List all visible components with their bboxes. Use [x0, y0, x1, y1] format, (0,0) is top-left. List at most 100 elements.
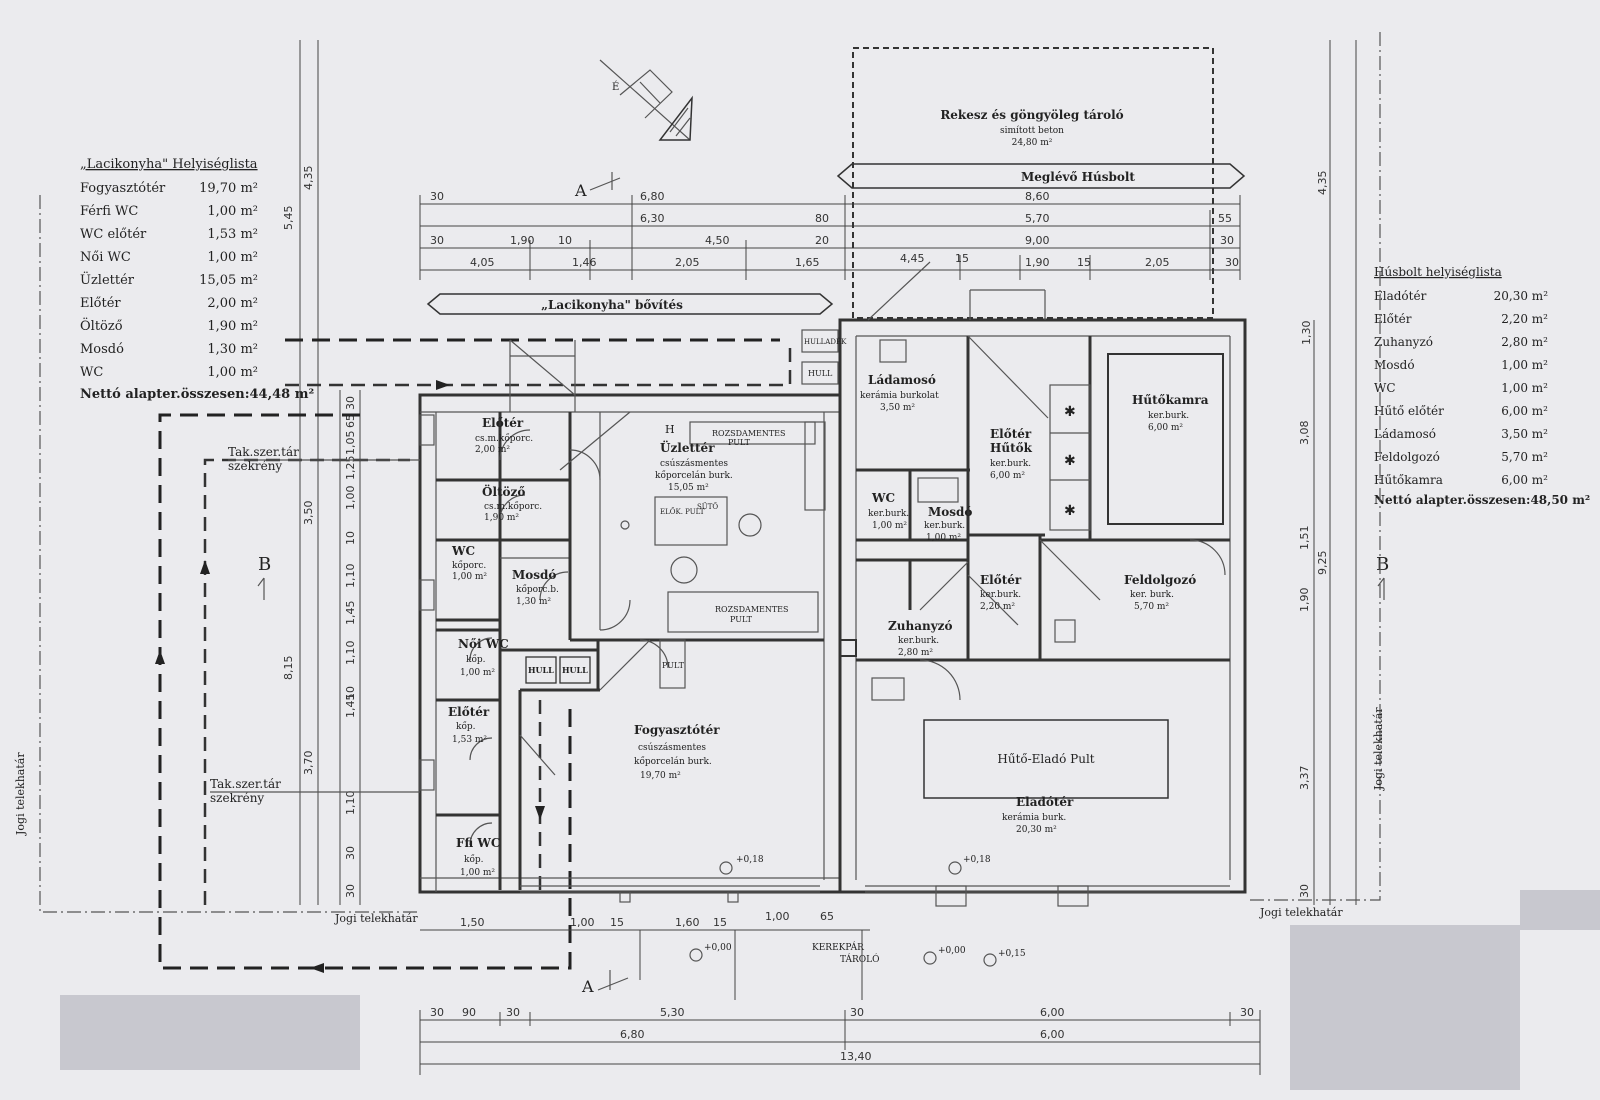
dim-text: 4,35 — [1316, 171, 1329, 196]
label-tak: Tak.szer.tár — [228, 445, 299, 459]
room-name: Rekesz és göngyöleg tároló — [940, 108, 1123, 122]
room-finish: kerámia burkolat — [860, 390, 939, 401]
dim-text: 2,05 — [675, 256, 700, 269]
list-row-area: 2,00 m² — [207, 296, 258, 311]
room-finish: cs.m.kőporc. — [484, 501, 542, 512]
dim-text: 30 — [430, 1006, 444, 1019]
room-name: Fogyasztótér — [634, 723, 720, 737]
room-finish: ker. burk. — [1130, 590, 1174, 600]
dim-text: 13,40 — [840, 1050, 872, 1063]
dim-text: 1,50 — [460, 916, 485, 929]
list-title: Húsbolt helyiséglista — [1374, 265, 1502, 279]
room-name: Üzlettér — [660, 439, 715, 455]
fixture-label: ROZSDAMENTES — [715, 605, 789, 614]
dim-text: 30 — [344, 846, 357, 860]
section-label: B — [1376, 554, 1389, 575]
room-finish: kőporcelán burk. — [634, 756, 712, 767]
room-name: Feldolgozó — [1124, 573, 1196, 587]
top-dimensions: 30 6,80 80 8,60 30 6,30 5,70 55 30 1,90 … — [419, 190, 1241, 280]
north-arrow-icon: É — [599, 59, 693, 141]
property-boundary: Jogi telekhatár Jogi telekhatár Jogi tel… — [14, 30, 1385, 925]
list-row-name: Ládamosó — [1374, 427, 1436, 441]
dim-text: 30 — [430, 234, 444, 247]
room-finish: csúszásmentes — [638, 742, 706, 753]
room-finish: kőporc.b. — [516, 584, 559, 595]
dim-text: 1,30 — [1300, 321, 1313, 346]
redacted-area — [1520, 890, 1600, 930]
dim-text: 10 — [344, 531, 357, 545]
room-name: Előtér — [990, 427, 1032, 441]
redacted-area — [1290, 925, 1520, 1090]
fixture-label: TÁROLÓ — [840, 953, 880, 965]
room-finish: kerámia burk. — [1002, 812, 1066, 823]
room-labels-husbolt: Ládamosó kerámia burkolat 3,50 m² Előtér… — [860, 373, 1209, 835]
room-area: 1,00 m² — [872, 521, 907, 531]
fixture-label: KEREKPÁR — [812, 941, 864, 953]
room-finish: kőp. — [464, 854, 484, 865]
room-name: Zuhanyzó — [888, 619, 953, 633]
list-row-area: 1,00 m² — [1501, 358, 1548, 372]
dim-text: 9,00 — [1025, 234, 1050, 247]
fixture-label: PULT — [662, 661, 685, 670]
room-finish: kőp. — [466, 654, 486, 665]
list-row-area: 1,30 m² — [207, 342, 258, 357]
dim-text: 1,90 — [1298, 588, 1311, 613]
jogi-label: Jogi telekhatár — [1259, 906, 1343, 919]
room-area: 2,80 m² — [898, 648, 933, 658]
room-area: 1,00 m² — [460, 868, 495, 878]
dim-text: 20 — [815, 234, 829, 247]
list-row-area: 1,00 m² — [1501, 381, 1548, 395]
level-label: +0,18 — [963, 855, 991, 865]
room-finish: ker.burk. — [980, 590, 1021, 600]
list-row-area: 1,00 m² — [207, 365, 258, 380]
bovites-arrow: „Lacikonyha" bővítés — [426, 293, 834, 315]
dim-text: 9,25 — [1316, 551, 1329, 576]
list-row-area: 2,20 m² — [1501, 312, 1548, 326]
list-row-area: 5,70 m² — [1501, 450, 1548, 464]
room-finish: ker.burk. — [898, 636, 939, 646]
list-row-name: Zuhanyzó — [1374, 335, 1433, 349]
dim-text: 10 — [558, 234, 572, 247]
dim-text: 65 — [820, 910, 834, 923]
dim-text: 1,65 — [795, 256, 820, 269]
room-area: 15,05 m² — [668, 483, 709, 493]
room-finish: kőporcelán burk. — [655, 470, 733, 481]
list-row-name: Eladótér — [1374, 289, 1427, 303]
list-row-name: Hűtő előtér — [1374, 404, 1444, 418]
rekesz-storage: Rekesz és göngyöleg tároló simított beto… — [852, 47, 1214, 319]
room-finish: ker.burk. — [924, 521, 965, 531]
room-finish: ker.burk. — [868, 509, 909, 519]
dim-text: 4,50 — [705, 234, 730, 247]
dim-text: 5,70 — [1025, 212, 1050, 225]
dim-text: 4,45 — [900, 252, 925, 265]
list-total: Nettó alapter.összesen:48,50 m² — [1374, 493, 1590, 507]
dim-text: 1,90 — [510, 234, 535, 247]
dim-text: 6,80 — [620, 1028, 645, 1041]
husbolt-building: ✱ ✱ ✱ — [838, 261, 1247, 907]
dim-text: 3,50 — [302, 501, 315, 526]
dim-text: 30 — [1240, 1006, 1254, 1019]
jogi-label: Jogi telekhatár — [1372, 707, 1385, 791]
section-label: A — [581, 977, 594, 996]
dim-text: 1,45 — [344, 601, 357, 626]
north-label: É — [612, 81, 619, 93]
room-finish: csúszásmentes — [660, 458, 728, 469]
level-markers: +0,18 +0,18 +0,00 +0,00 +0,15 — [689, 855, 1026, 967]
room-finish: ker.burk. — [1148, 411, 1189, 421]
dim-text: 6,00 — [1040, 1006, 1065, 1019]
room-area: 1,00 m² — [926, 533, 961, 543]
fixture-label: HULL — [562, 665, 588, 675]
room-area: 2,20 m² — [980, 602, 1015, 612]
fixture-label: HULL — [808, 369, 833, 378]
room-name: Mosdó — [928, 505, 972, 519]
room-area: 1,53 m² — [452, 735, 487, 745]
dim-text: 6,00 — [1040, 1028, 1065, 1041]
dim-text: 10 — [344, 686, 357, 700]
room-name: WC — [451, 544, 475, 558]
meglevo-husbolt-arrow: Meglévő Húsbolt — [836, 163, 1246, 189]
dim-text: 30 — [1220, 234, 1234, 247]
lower-dimensions: 30 90 30 5,30 30 6,00 30 6,80 6,00 13,40… — [419, 910, 1261, 1075]
dim-text: 1,00 — [344, 486, 357, 511]
room-name: Hűtők — [990, 441, 1033, 455]
